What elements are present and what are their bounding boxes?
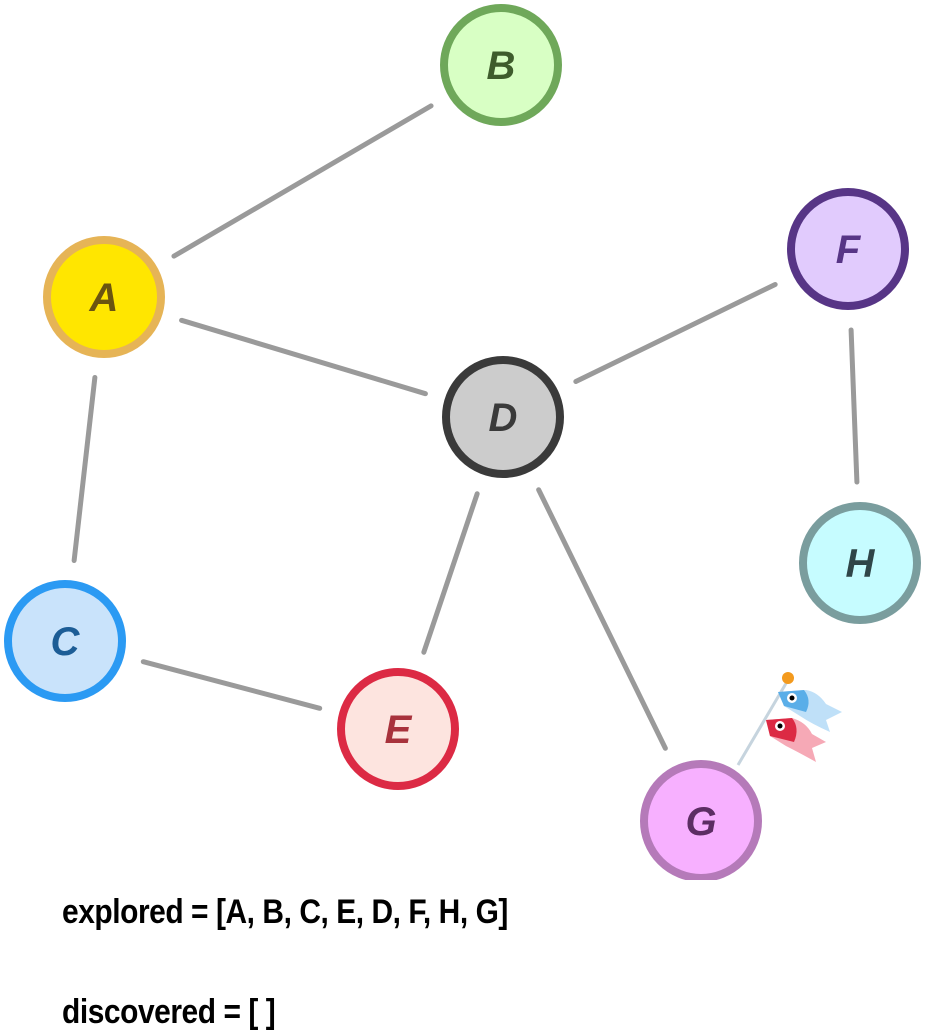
node-circle <box>440 4 562 126</box>
edge-d-g <box>536 487 668 751</box>
edge-d-f <box>573 281 778 385</box>
edge-a-d <box>179 317 428 397</box>
node-circle <box>799 502 921 624</box>
edge-a-c <box>71 374 98 564</box>
node-circle <box>4 580 126 702</box>
edge-c-e <box>140 659 323 711</box>
explored-list: explored = [A, B, C, E, D, F, H, G] <box>62 893 508 931</box>
node-f: F <box>787 188 909 310</box>
node-g: G <box>640 760 762 880</box>
node-circle <box>43 236 165 358</box>
node-label: F <box>836 228 862 272</box>
edge-d-e <box>421 491 480 655</box>
node-label: C <box>51 620 81 664</box>
node-circle <box>787 188 909 310</box>
node-label: B <box>487 44 516 88</box>
edge-f-h <box>848 327 860 485</box>
node-label: D <box>489 396 518 440</box>
node-c: C <box>4 580 126 702</box>
node-h: H <box>799 502 921 624</box>
node-d: D <box>442 356 564 478</box>
node-circle <box>640 760 762 880</box>
node-label: H <box>846 542 876 586</box>
koinobori-flag-icon <box>736 672 842 766</box>
node-e: E <box>337 668 459 790</box>
node-circle <box>442 356 564 478</box>
node-label: G <box>685 800 716 844</box>
edge-a-b <box>171 103 434 259</box>
graph-diagram: A B C D E F G H <box>4 4 921 880</box>
node-b: B <box>440 4 562 126</box>
node-circle <box>337 668 459 790</box>
node-a: A <box>43 236 165 358</box>
node-label: A <box>89 276 119 320</box>
node-label: E <box>385 708 413 752</box>
discovered-list: discovered = [ ] <box>62 993 276 1031</box>
